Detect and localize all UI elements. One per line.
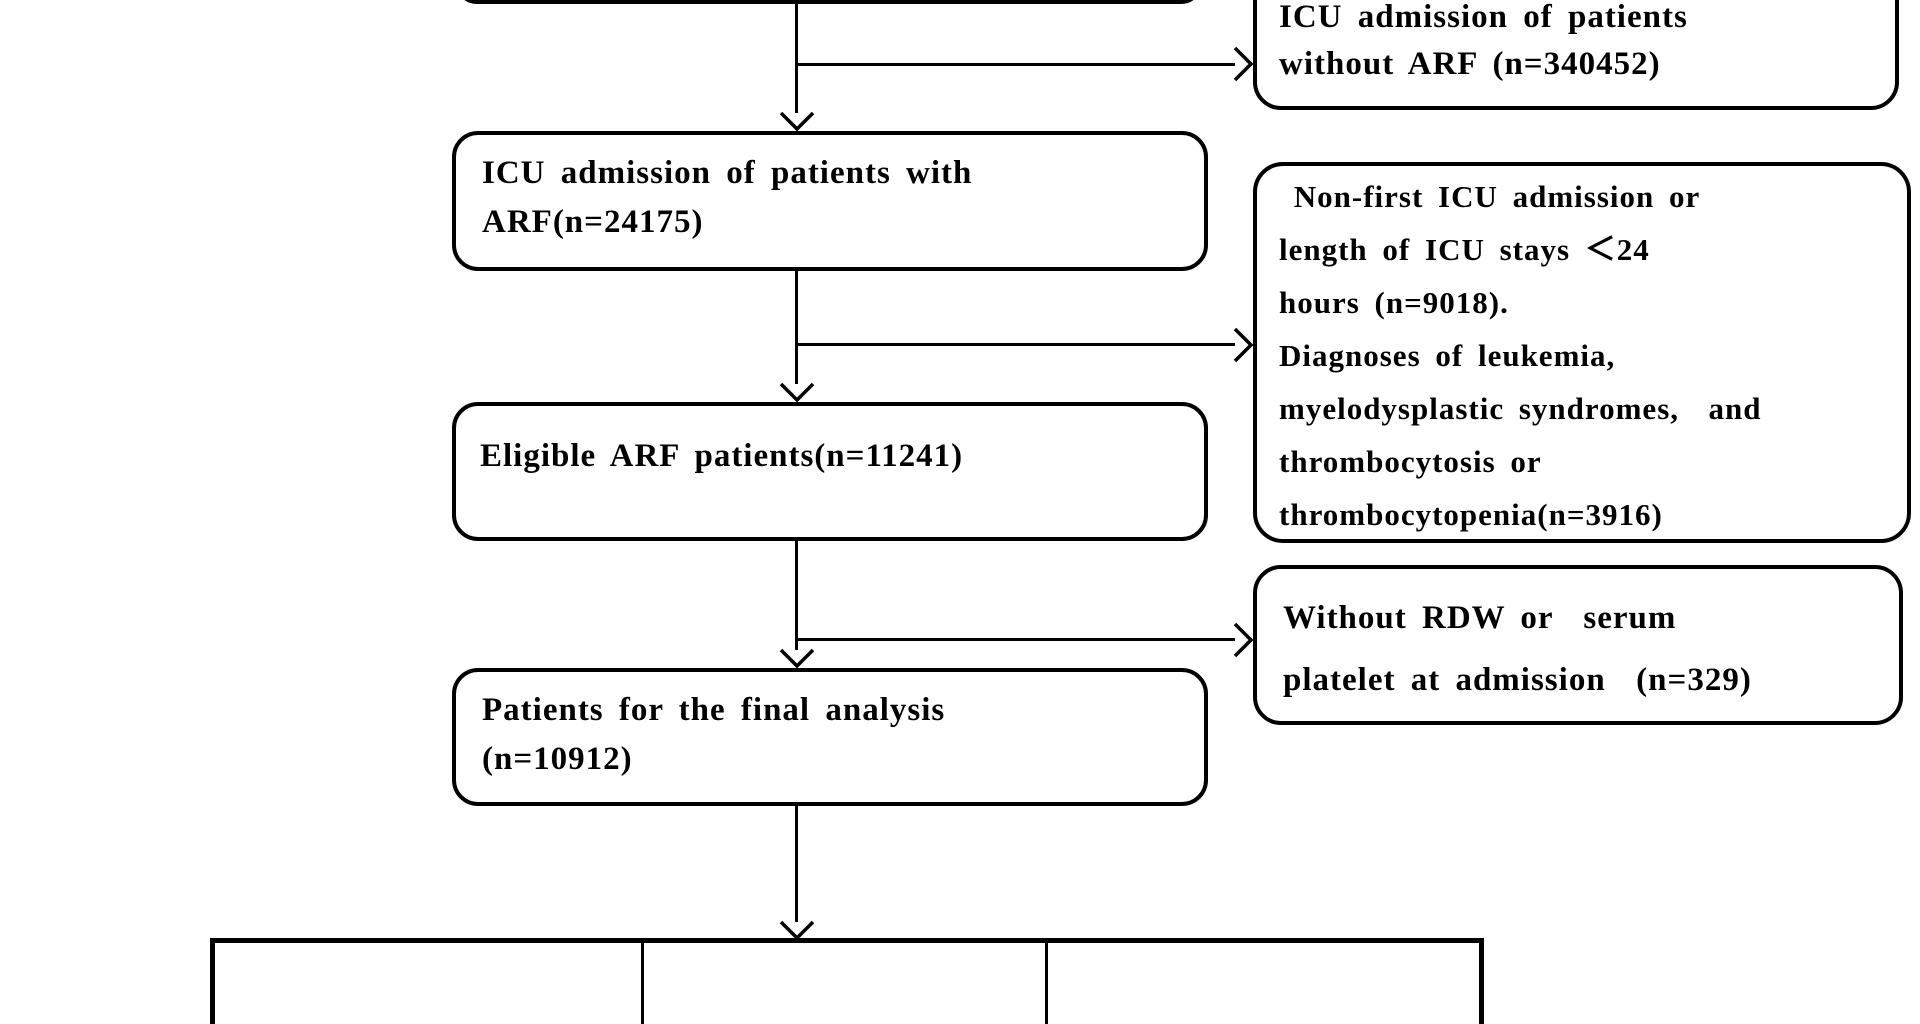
box-text-line: (n=10912)	[482, 741, 633, 777]
bottom-cell-3	[1047, 943, 1479, 1024]
bottom-split-box	[210, 938, 1484, 1024]
box-eligible-arf: Eligible ARF patients(n=11241)	[452, 402, 1208, 541]
box-text-line: length of ICU stays ＜24	[1279, 232, 1650, 267]
box-icu-with-arf: ICU admission of patients with ARF(n=241…	[452, 131, 1208, 271]
flow-stem-3	[795, 539, 798, 650]
box-text-line: Eligible ARF patients(n=11241)	[480, 438, 964, 474]
flow-branch-3	[796, 638, 1235, 641]
box-text-line: without ARF (n=340452)	[1279, 46, 1661, 82]
bottom-cell-divider	[641, 942, 644, 1024]
box-text-line: thrombocytopenia(n=3916)	[1279, 497, 1663, 532]
box-top-partial	[455, 0, 1203, 4]
flow-branch-1	[796, 63, 1235, 66]
box-text-line: ICU admission of patients	[1279, 0, 1688, 35]
flow-stem-4	[795, 804, 798, 922]
box-without-rdw: Without RDW or serum platelet at admissi…	[1253, 565, 1903, 725]
box-text-line: ARF(n=24175)	[482, 204, 704, 240]
arrowhead-right-icon	[1233, 46, 1253, 82]
arrowhead-down-icon	[779, 648, 815, 668]
box-text-line: Non-first ICU admission or	[1279, 179, 1701, 214]
bottom-cell-2	[646, 943, 1044, 1024]
bottom-cell-1	[215, 943, 643, 1024]
box-text-line: myelodysplastic syndromes, and	[1279, 391, 1762, 426]
flow-stem-2	[795, 269, 798, 384]
box-text-line: platelet at admission (n=329)	[1283, 662, 1752, 698]
box-text-line: hours (n=9018).	[1279, 285, 1509, 320]
box-text-line: ICU admission of patients with	[482, 155, 973, 191]
box-final-analysis: Patients for the final analysis (n=10912…	[452, 668, 1208, 806]
arrowhead-down-icon	[779, 920, 815, 940]
box-text-line: Patients for the final analysis	[482, 692, 946, 728]
box-text-line: Diagnoses of leukemia,	[1279, 338, 1616, 373]
arrowhead-down-icon	[779, 382, 815, 402]
flow-branch-2	[796, 343, 1235, 346]
box-icu-without-arf: ICU admission of patients without ARF (n…	[1253, 0, 1899, 110]
box-text-line: thrombocytosis or	[1279, 444, 1542, 479]
box-exclusion-non-first: Non-first ICU admission or length of ICU…	[1253, 162, 1911, 543]
arrowhead-down-icon	[779, 111, 815, 131]
flow-stem-1	[795, 4, 798, 113]
arrowhead-right-icon	[1233, 622, 1253, 658]
box-text-line: Without RDW or serum	[1283, 600, 1677, 636]
bottom-cell-divider	[1045, 942, 1048, 1024]
arrowhead-right-icon	[1233, 327, 1253, 363]
